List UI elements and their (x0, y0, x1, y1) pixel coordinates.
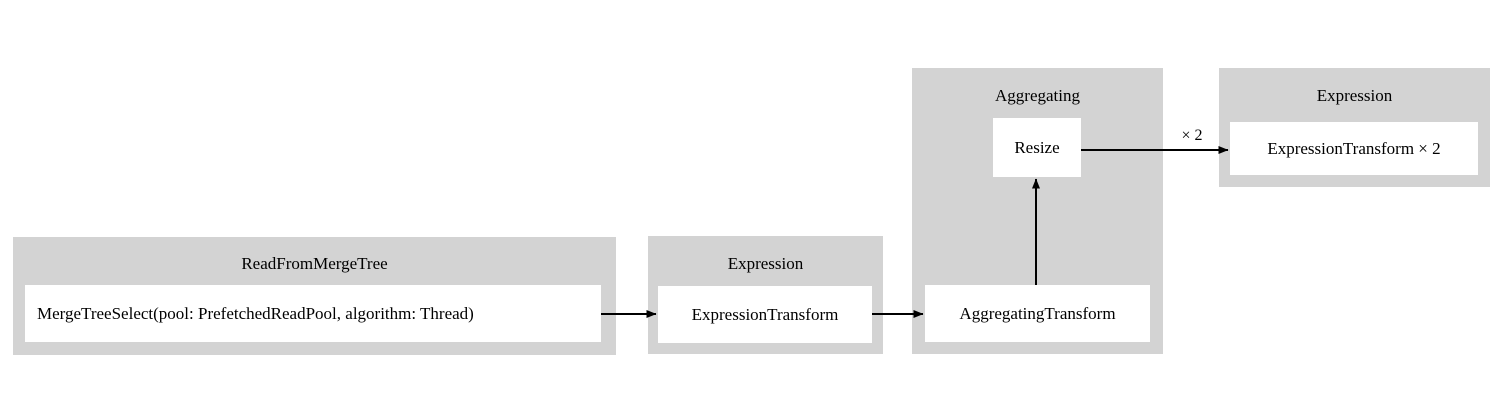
edge-label-resize-to-expression-transform-x2: × 2 (1181, 127, 1203, 144)
node-aggregating-transform[interactable]: AggregatingTransform (925, 285, 1150, 342)
node-label-resize: Resize (1014, 137, 1060, 157)
cluster-label-expression-1: Expression (727, 254, 804, 273)
node-label-aggregating-transform: AggregatingTransform (959, 303, 1116, 323)
cluster-label-read-from-merge-tree: ReadFromMergeTree (241, 254, 388, 273)
node-expression-transform-x2[interactable]: ExpressionTransform × 2 (1230, 122, 1478, 175)
node-label-expression-transform: ExpressionTransform (691, 304, 839, 324)
node-label-merge-tree-select: MergeTreeSelect(pool: PrefetchedReadPool… (37, 303, 474, 323)
node-expression-transform[interactable]: ExpressionTransform (658, 286, 872, 343)
cluster-label-expression-2: Expression (1316, 86, 1393, 105)
node-label-expression-transform-x2: ExpressionTransform × 2 (1267, 138, 1441, 158)
node-merge-tree-select[interactable]: MergeTreeSelect(pool: PrefetchedReadPool… (25, 285, 601, 342)
node-resize[interactable]: Resize (993, 118, 1081, 177)
cluster-label-aggregating: Aggregating (995, 86, 1080, 105)
